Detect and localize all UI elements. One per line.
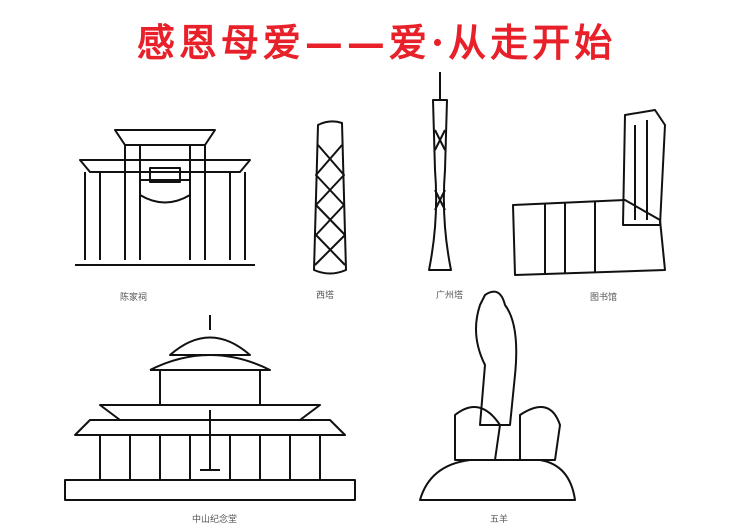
caption-canton-tower: 广州塔	[436, 291, 464, 301]
canton-tower-drawing	[428, 72, 452, 271]
chen-clan-temple-drawing	[75, 129, 255, 266]
caption-sun-yat-sen-memorial-hall: 中山纪念堂	[192, 515, 238, 525]
library-drawing	[512, 109, 666, 276]
sun-yat-sen-memorial-hall-drawing	[64, 315, 356, 501]
caption-west-tower: 西塔	[316, 291, 335, 301]
poster-title: 感恩母爱——爱·从走开始	[136, 20, 617, 65]
caption-library: 图书馆	[590, 293, 618, 303]
five-rams-statue-drawing	[419, 290, 576, 501]
caption-five-rams-statue: 五羊	[490, 515, 509, 525]
caption-chen-clan-temple: 陈家祠	[120, 293, 148, 303]
west-tower-drawing	[313, 120, 347, 275]
